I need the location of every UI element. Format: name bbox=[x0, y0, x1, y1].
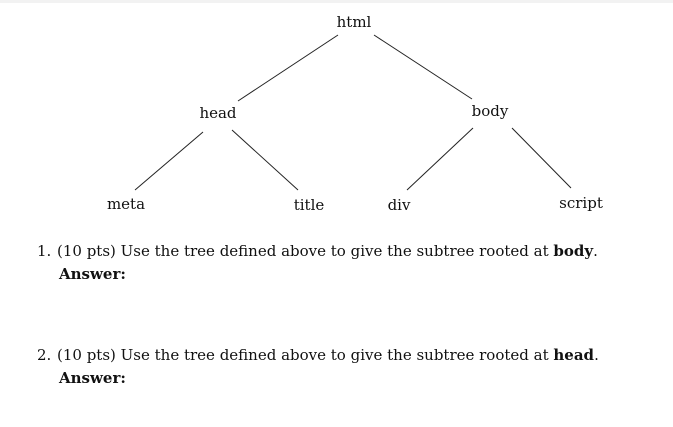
question-target: body bbox=[553, 242, 594, 260]
question-text: (10 pts) Use the tree defined above to g… bbox=[57, 242, 554, 260]
edge-head-title bbox=[231, 129, 299, 191]
answer-label-2: Answer: bbox=[59, 369, 126, 387]
question-number: 2. bbox=[37, 346, 52, 364]
tree-diagram bbox=[134, 34, 572, 191]
node-div: div bbox=[387, 196, 411, 214]
answer-label-1: Answer: bbox=[59, 265, 126, 283]
node-html: html bbox=[336, 13, 372, 31]
node-meta: meta bbox=[106, 195, 146, 213]
top-border bbox=[0, 0, 673, 3]
question-text: (10 pts) Use the tree defined above to g… bbox=[57, 346, 554, 364]
question-suffix: . bbox=[594, 346, 599, 364]
question-1: 1. (10 pts) Use the tree defined above to… bbox=[37, 241, 598, 261]
node-body: body bbox=[471, 102, 509, 120]
edge-html-body bbox=[373, 34, 473, 100]
node-script: script bbox=[559, 194, 603, 212]
node-head: head bbox=[199, 104, 237, 122]
edge-head-meta bbox=[134, 131, 204, 191]
question-number: 1. bbox=[37, 242, 52, 260]
edge-html-head bbox=[237, 34, 339, 102]
question-suffix: . bbox=[593, 242, 598, 260]
node-title: title bbox=[293, 196, 325, 214]
edge-body-div bbox=[406, 127, 474, 191]
question-target: head bbox=[553, 346, 595, 364]
question-2: 2. (10 pts) Use the tree defined above to… bbox=[37, 345, 599, 365]
edge-body-script bbox=[511, 127, 572, 189]
